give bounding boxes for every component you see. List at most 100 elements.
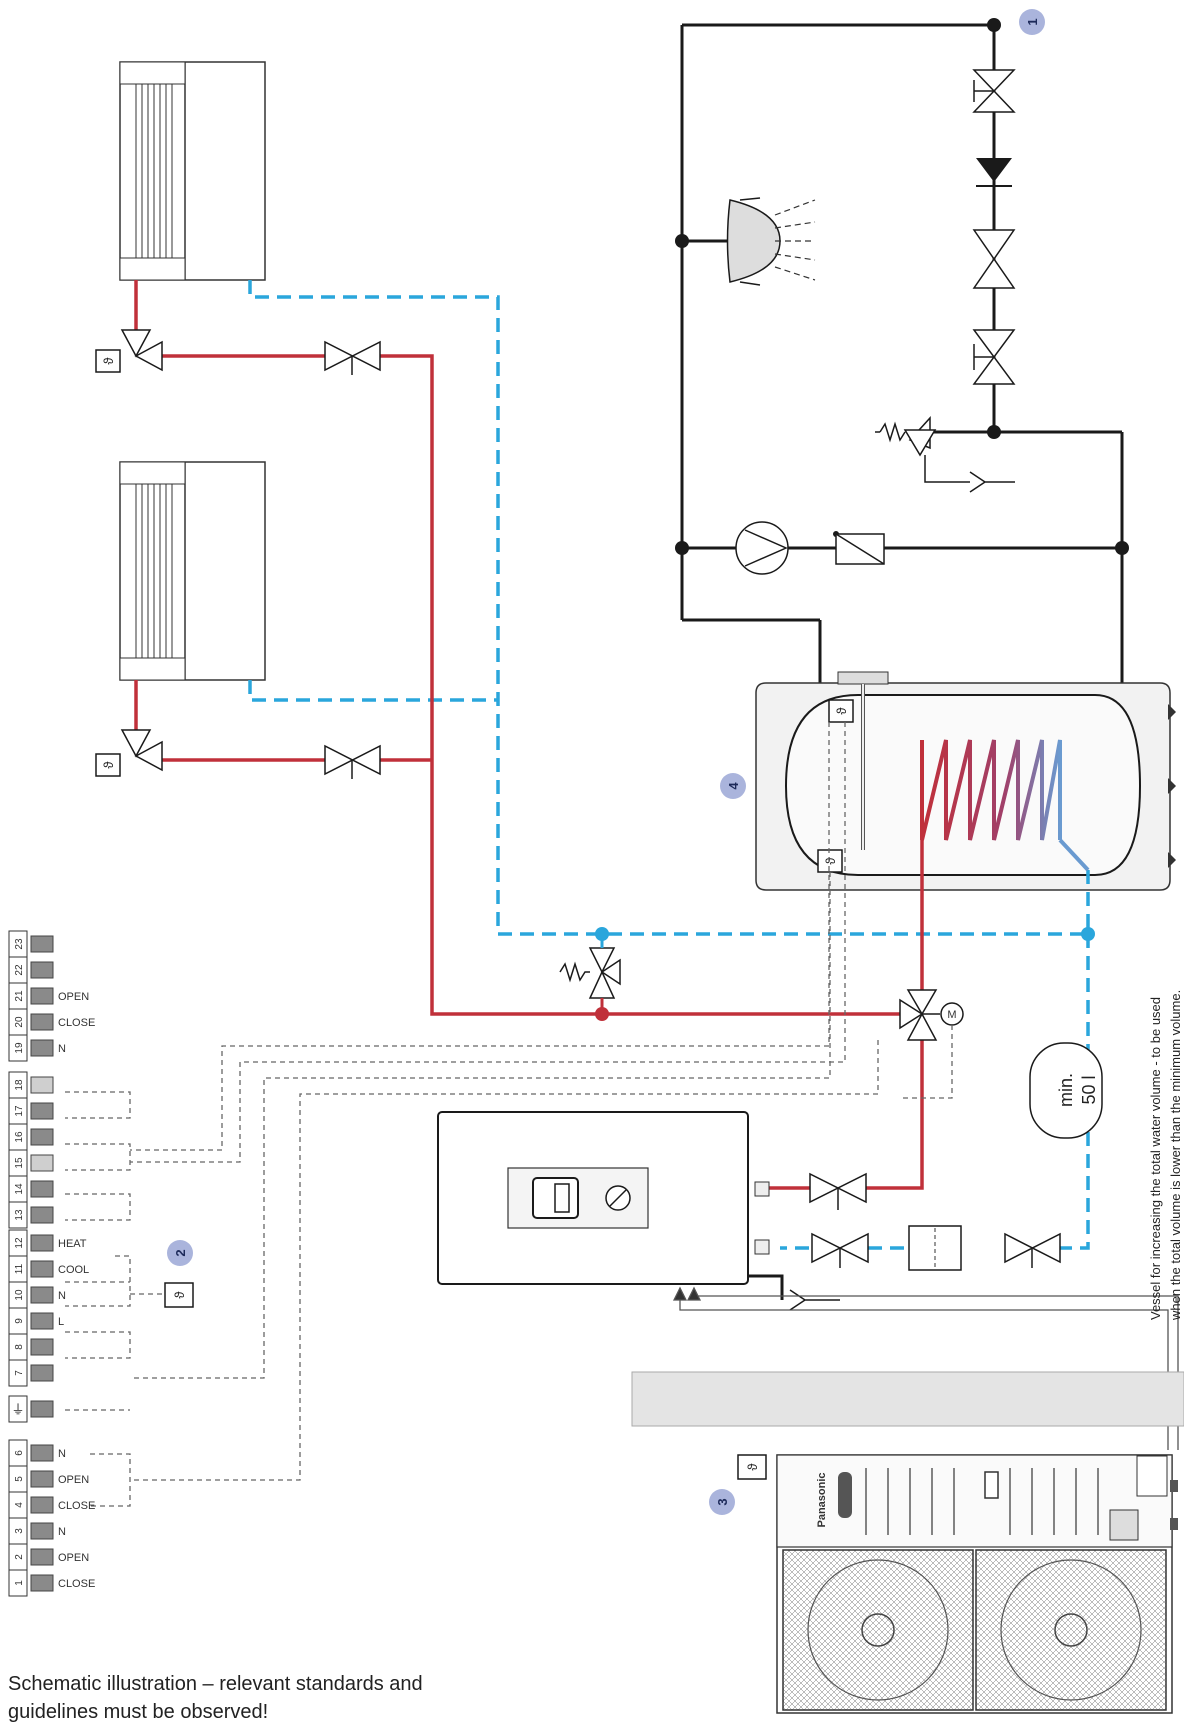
shutoff-valve-supply-top[interactable] (324, 340, 381, 375)
terminal-number: 6 (14, 1450, 25, 1456)
terminal-screw (30, 1102, 54, 1120)
non-return-valve-box (835, 533, 885, 565)
svg-text:ϑ: ϑ (101, 761, 116, 769)
supply-piping (134, 280, 924, 1190)
terminal-screw (30, 935, 54, 953)
terminal-label: N (58, 1043, 66, 1055)
terminal-label: L (58, 1316, 64, 1328)
terminal-label: N (58, 1290, 66, 1302)
circulation-pump-icon[interactable] (735, 521, 789, 575)
outdoor-unit-sensor: ϑ (737, 1454, 767, 1480)
dirt-filter (908, 1225, 962, 1271)
svg-text:3: 3 (715, 1498, 730, 1505)
side-note-line1: Vessel for increasing the total water vo… (1148, 997, 1163, 1320)
terminal-screw (30, 1338, 54, 1356)
terminal-number: 5 (14, 1476, 25, 1482)
terminal-label: OPEN (58, 1474, 89, 1486)
terminal-label: OPEN (58, 1552, 89, 1564)
dhw-shutoff-valve-top[interactable] (972, 69, 1016, 113)
terminal-screw (30, 1076, 54, 1094)
terminal-screw (30, 1013, 54, 1031)
terminal-number: 12 (14, 1237, 25, 1249)
footer-note-line1: Schematic illustration – relevant standa… (8, 1673, 423, 1695)
heating-coil (920, 739, 1062, 841)
svg-text:ϑ: ϑ (834, 707, 849, 715)
terminal-number: 20 (14, 1016, 25, 1028)
terminal-number: 8 (14, 1344, 25, 1350)
shutoff-valve-hm-return[interactable] (811, 1232, 869, 1268)
terminal-screw (30, 1039, 54, 1057)
terminal-number: 3 (14, 1528, 25, 1534)
three-way-motor-valve[interactable] (899, 989, 964, 1041)
cylinder-sensor-top: ϑ (828, 699, 854, 723)
badge-3: 3 (709, 1489, 735, 1515)
terminal-label: N (58, 1448, 66, 1460)
terminal-label: COOL (58, 1264, 89, 1276)
terminal-number: 10 (14, 1289, 25, 1301)
terminal-number: 23 (14, 938, 25, 950)
dhw-junctions (675, 18, 1129, 555)
dhw-shutoff-valve-bottom[interactable] (972, 329, 1016, 385)
trv-sensor-top: ϑ (95, 349, 121, 373)
terminal-screw (30, 961, 54, 979)
shutoff-valve-return-outer[interactable] (1004, 1232, 1061, 1268)
dhw-cylinder (755, 671, 1176, 891)
terminal-number: 19 (14, 1042, 25, 1054)
buffer-vessel-line2: 50 l (1079, 1075, 1099, 1104)
terminal-label: N (58, 1526, 66, 1538)
terminal-label: HEAT (58, 1238, 87, 1250)
radiator-top (119, 61, 266, 281)
terminal-screw (30, 1206, 54, 1224)
shutoff-valve-hm-supply[interactable] (809, 1172, 867, 1210)
terminal-block-a: 19 N 20 CLOSE 21 OPEN 22 23 (8, 930, 95, 1062)
terminal-number: 21 (14, 990, 25, 1002)
dhw-piping (680, 23, 1124, 700)
radiator-valve-bottom[interactable] (120, 729, 163, 772)
svg-text:ϑ: ϑ (172, 1291, 187, 1299)
signal-wiring (65, 722, 953, 1507)
svg-text:2: 2 (173, 1249, 188, 1256)
badge-2: 2 (167, 1240, 193, 1266)
outdoor-unit (776, 1454, 1178, 1714)
shutoff-valve-supply-bottom[interactable] (324, 744, 381, 779)
terminal-number: 14 (14, 1183, 25, 1195)
coil-return-link (1058, 838, 1090, 872)
dhw-safety-valve[interactable] (875, 416, 1015, 493)
terminal-screw (30, 1286, 54, 1304)
side-note-line2: when the total volume is lower than the … (1168, 990, 1183, 1321)
badge-1: 1 (1019, 9, 1045, 35)
svg-text:4: 4 (726, 782, 741, 790)
terminal-number: 2 (14, 1554, 25, 1560)
terminal-screw (30, 1234, 54, 1252)
footer-note-line2: guidelines must be observed! (8, 1701, 268, 1723)
buffer-vessel (1029, 1042, 1103, 1139)
motor-label: M (947, 1009, 956, 1021)
terminal-screw (30, 1522, 54, 1540)
terminal-number: 16 (14, 1131, 25, 1143)
terminal-screw (30, 1496, 54, 1514)
terminal-screw (30, 1128, 54, 1146)
svg-text:⏚: ⏚ (11, 1402, 24, 1417)
terminal-screw (30, 1180, 54, 1198)
overflow-valve[interactable] (559, 934, 621, 1014)
pressure-reducer-valve[interactable] (972, 229, 1016, 289)
terminal-cell (8, 1229, 28, 1257)
terminal-screw (30, 987, 54, 1005)
cylinder-sensor-bottom: ϑ (817, 849, 843, 873)
terminal-screw (30, 1260, 54, 1278)
shower-head-icon (726, 197, 816, 286)
indoor-hydromodule (437, 1111, 840, 1311)
svg-text:ϑ: ϑ (823, 857, 838, 865)
room-thermostat: ϑ (164, 1282, 194, 1308)
terminal-number: 22 (14, 964, 25, 976)
terminal-screw (30, 1470, 54, 1488)
radiator-bottom (119, 461, 266, 681)
terminal-screw (30, 1548, 54, 1566)
terminal-label: OPEN (58, 991, 89, 1003)
terminal-label: CLOSE (58, 1017, 95, 1029)
terminal-screw (30, 1312, 54, 1330)
svg-text:1: 1 (1025, 18, 1040, 25)
radiator-valve-top[interactable] (120, 329, 163, 382)
